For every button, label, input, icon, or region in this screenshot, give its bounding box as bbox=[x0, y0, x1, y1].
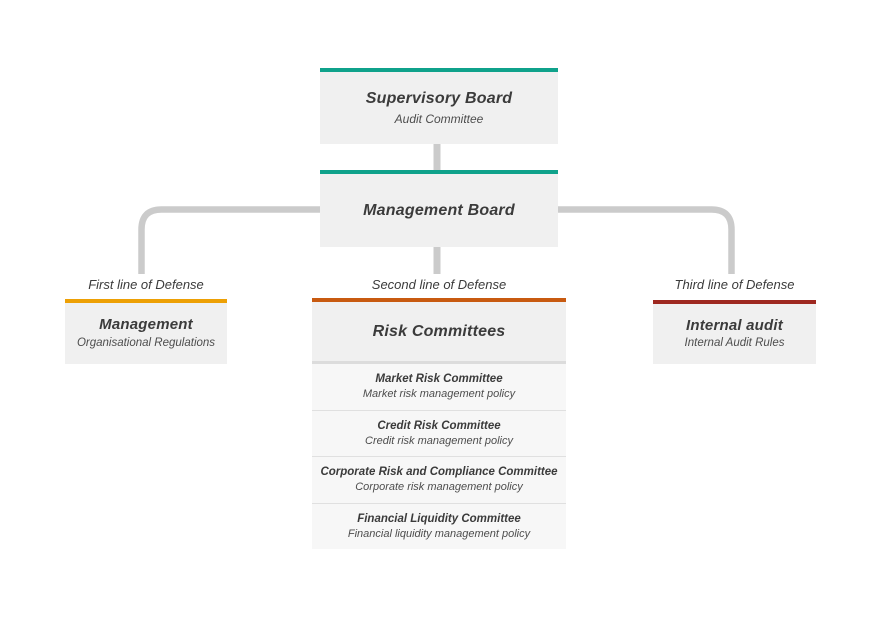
committee-list-divider bbox=[312, 361, 566, 364]
management-subtitle: Organisational Regulations bbox=[76, 336, 216, 349]
supervisory-board-subtitle: Audit Committee bbox=[394, 111, 484, 126]
management-box: Management Organisational Regulations bbox=[65, 299, 227, 364]
first-line-label: First line of Defense bbox=[88, 277, 204, 292]
committee-row: Corporate Risk and Compliance Committee … bbox=[312, 457, 566, 504]
management-title: Management bbox=[99, 316, 193, 334]
internal-audit-box: Internal audit Internal Audit Rules bbox=[653, 300, 816, 364]
internal-audit-title: Internal audit bbox=[686, 316, 783, 334]
second-line-label: Second line of Defense bbox=[371, 277, 507, 292]
risk-committees-box: Risk Committees bbox=[312, 298, 566, 361]
committee-subtitle: Financial liquidity management policy bbox=[347, 527, 531, 540]
committee-row: Market Risk Committee Market risk manage… bbox=[312, 364, 566, 411]
supervisory-board-box: Supervisory Board Audit Committee bbox=[320, 68, 558, 144]
committee-subtitle: Corporate risk management policy bbox=[355, 481, 523, 494]
committee-list: Market Risk Committee Market risk manage… bbox=[312, 364, 566, 549]
committee-title: Corporate Risk and Compliance Committee bbox=[320, 466, 558, 479]
committee-subtitle: Market risk management policy bbox=[362, 388, 516, 401]
management-board-title: Management Board bbox=[363, 201, 515, 219]
management-board-box: Management Board bbox=[320, 170, 558, 247]
committee-row: Credit Risk Committee Credit risk manage… bbox=[312, 411, 566, 457]
committee-title: Market Risk Committee bbox=[375, 373, 503, 386]
committee-subtitle: Credit risk management policy bbox=[365, 434, 513, 447]
committee-title: Credit Risk Committee bbox=[377, 419, 501, 432]
third-line-label: Third line of Defense bbox=[674, 277, 795, 292]
supervisory-board-title: Supervisory Board bbox=[365, 89, 513, 107]
internal-audit-subtitle: Internal Audit Rules bbox=[684, 337, 785, 350]
committee-title: Financial Liquidity Committee bbox=[357, 512, 521, 525]
risk-committees-title: Risk Committees bbox=[372, 322, 506, 340]
committee-row: Financial Liquidity Committee Financial … bbox=[312, 504, 566, 550]
